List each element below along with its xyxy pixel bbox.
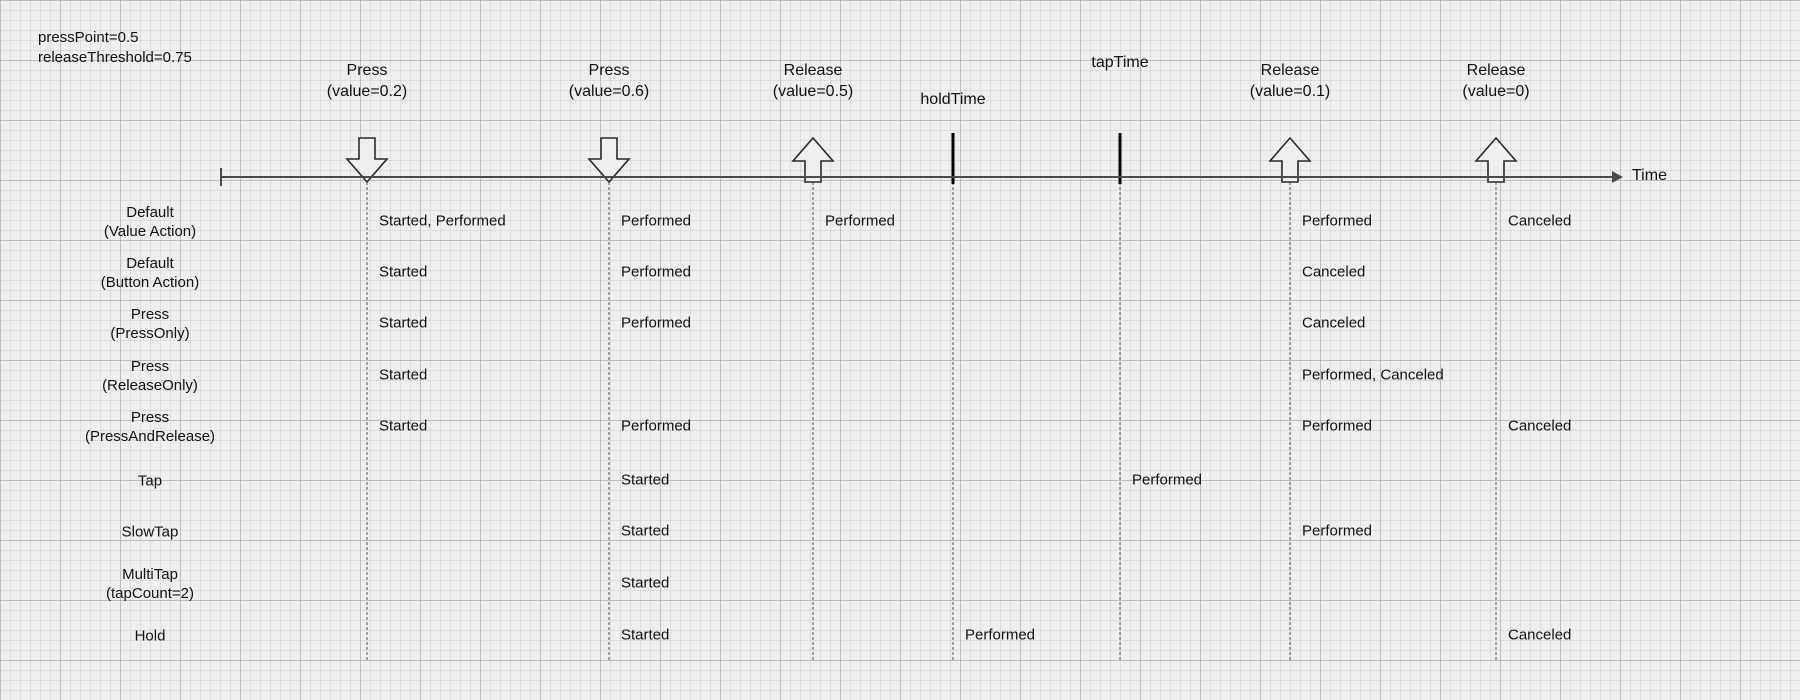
phase-cell-press-pressandrelease-press-2: Performed (621, 417, 692, 435)
arrow-up-icon-release-2 (1268, 137, 1312, 183)
event-label-release-3: Release (value=0) (1462, 62, 1530, 100)
phase-cell-press-pressandrelease-release-2: Performed (1302, 417, 1373, 435)
phase-cell-default-button-action-release-2: Canceled (1302, 263, 1366, 281)
guide-line-press-2 (608, 182, 610, 660)
phase-cell-default-value-action-release-3: Canceled (1508, 212, 1572, 230)
row-label-press-pressonly: Press (PressOnly) (110, 306, 190, 342)
phase-cell-slowtap-release-2: Performed (1302, 522, 1373, 540)
row-label-press-pressandrelease: Press (PressAndRelease) (84, 409, 216, 445)
time-axis-arrowhead-icon (1612, 171, 1623, 183)
event-label-release-2: Release (value=0.1) (1249, 62, 1331, 100)
arrow-down-icon-press-2 (587, 137, 631, 183)
row-label-multitap: MultiTap (tapCount=2) (106, 566, 194, 602)
row-label-default-value-action: Default (Value Action) (103, 204, 197, 240)
tick-marker-holdtime (951, 133, 955, 184)
row-label-hold: Hold (134, 627, 166, 645)
time-axis-start-cap (220, 168, 222, 186)
tick-marker-taptime (1118, 133, 1122, 184)
phase-cell-press-pressandrelease-release-3: Canceled (1508, 417, 1572, 435)
time-axis-label: Time (1632, 167, 1667, 184)
phase-cell-press-pressandrelease-press-1: Started (379, 417, 428, 435)
row-label-slowtap: SlowTap (121, 523, 179, 541)
phase-cell-slowtap-press-2: Started (621, 522, 670, 540)
guide-line-release-1 (812, 182, 814, 660)
event-label-press-1: Press (value=0.2) (326, 62, 408, 100)
row-label-press-releaseonly: Press (ReleaseOnly) (102, 358, 198, 394)
phase-cell-tap-press-2: Started (621, 471, 670, 489)
phase-cell-press-pressonly-press-1: Started (379, 314, 428, 332)
row-label-tap: Tap (137, 472, 163, 490)
guide-line-release-3 (1495, 182, 1497, 660)
phase-cell-default-value-action-press-1: Started, Performed (379, 212, 506, 230)
phase-cell-press-pressonly-release-2: Canceled (1302, 314, 1366, 332)
arrow-up-icon-release-1 (791, 137, 835, 183)
phase-cell-default-button-action-press-2: Performed (621, 263, 692, 281)
phase-cell-tap-taptime: Performed (1132, 471, 1203, 489)
guide-line-holdtime (952, 182, 954, 660)
guide-line-taptime (1119, 182, 1121, 660)
event-label-release-1: Release (value=0.5) (772, 62, 854, 100)
time-axis-line (220, 176, 1612, 178)
phase-cell-default-value-action-release-2: Performed (1302, 212, 1373, 230)
parameter-note-presspoint: pressPoint=0.5 (38, 29, 139, 46)
guide-line-release-2 (1289, 182, 1291, 660)
phase-cell-hold-release-3: Canceled (1508, 626, 1572, 644)
event-label-press-2: Press (value=0.6) (568, 62, 650, 100)
event-label-taptime: tapTime (1091, 54, 1149, 71)
phase-cell-press-releaseonly-release-2: Performed, Canceled (1302, 366, 1444, 384)
row-label-default-button-action: Default (Button Action) (100, 255, 200, 291)
guide-line-press-1 (366, 182, 368, 660)
phase-cell-multitap-press-2: Started (621, 574, 670, 592)
phase-cell-default-value-action-press-2: Performed (621, 212, 692, 230)
phase-cell-hold-press-2: Started (621, 626, 670, 644)
phase-cell-press-pressonly-press-2: Performed (621, 314, 692, 332)
arrow-up-icon-release-3 (1474, 137, 1518, 183)
phase-cell-default-button-action-press-1: Started (379, 263, 428, 281)
phase-cell-default-value-action-release-1: Performed (825, 212, 896, 230)
phase-cell-press-releaseonly-press-1: Started (379, 366, 428, 384)
arrow-down-icon-press-1 (345, 137, 389, 183)
parameter-note-releasethreshold: releaseThreshold=0.75 (38, 49, 192, 66)
phase-cell-hold-holdtime: Performed (965, 626, 1036, 644)
event-label-holdtime: holdTime (920, 91, 986, 108)
